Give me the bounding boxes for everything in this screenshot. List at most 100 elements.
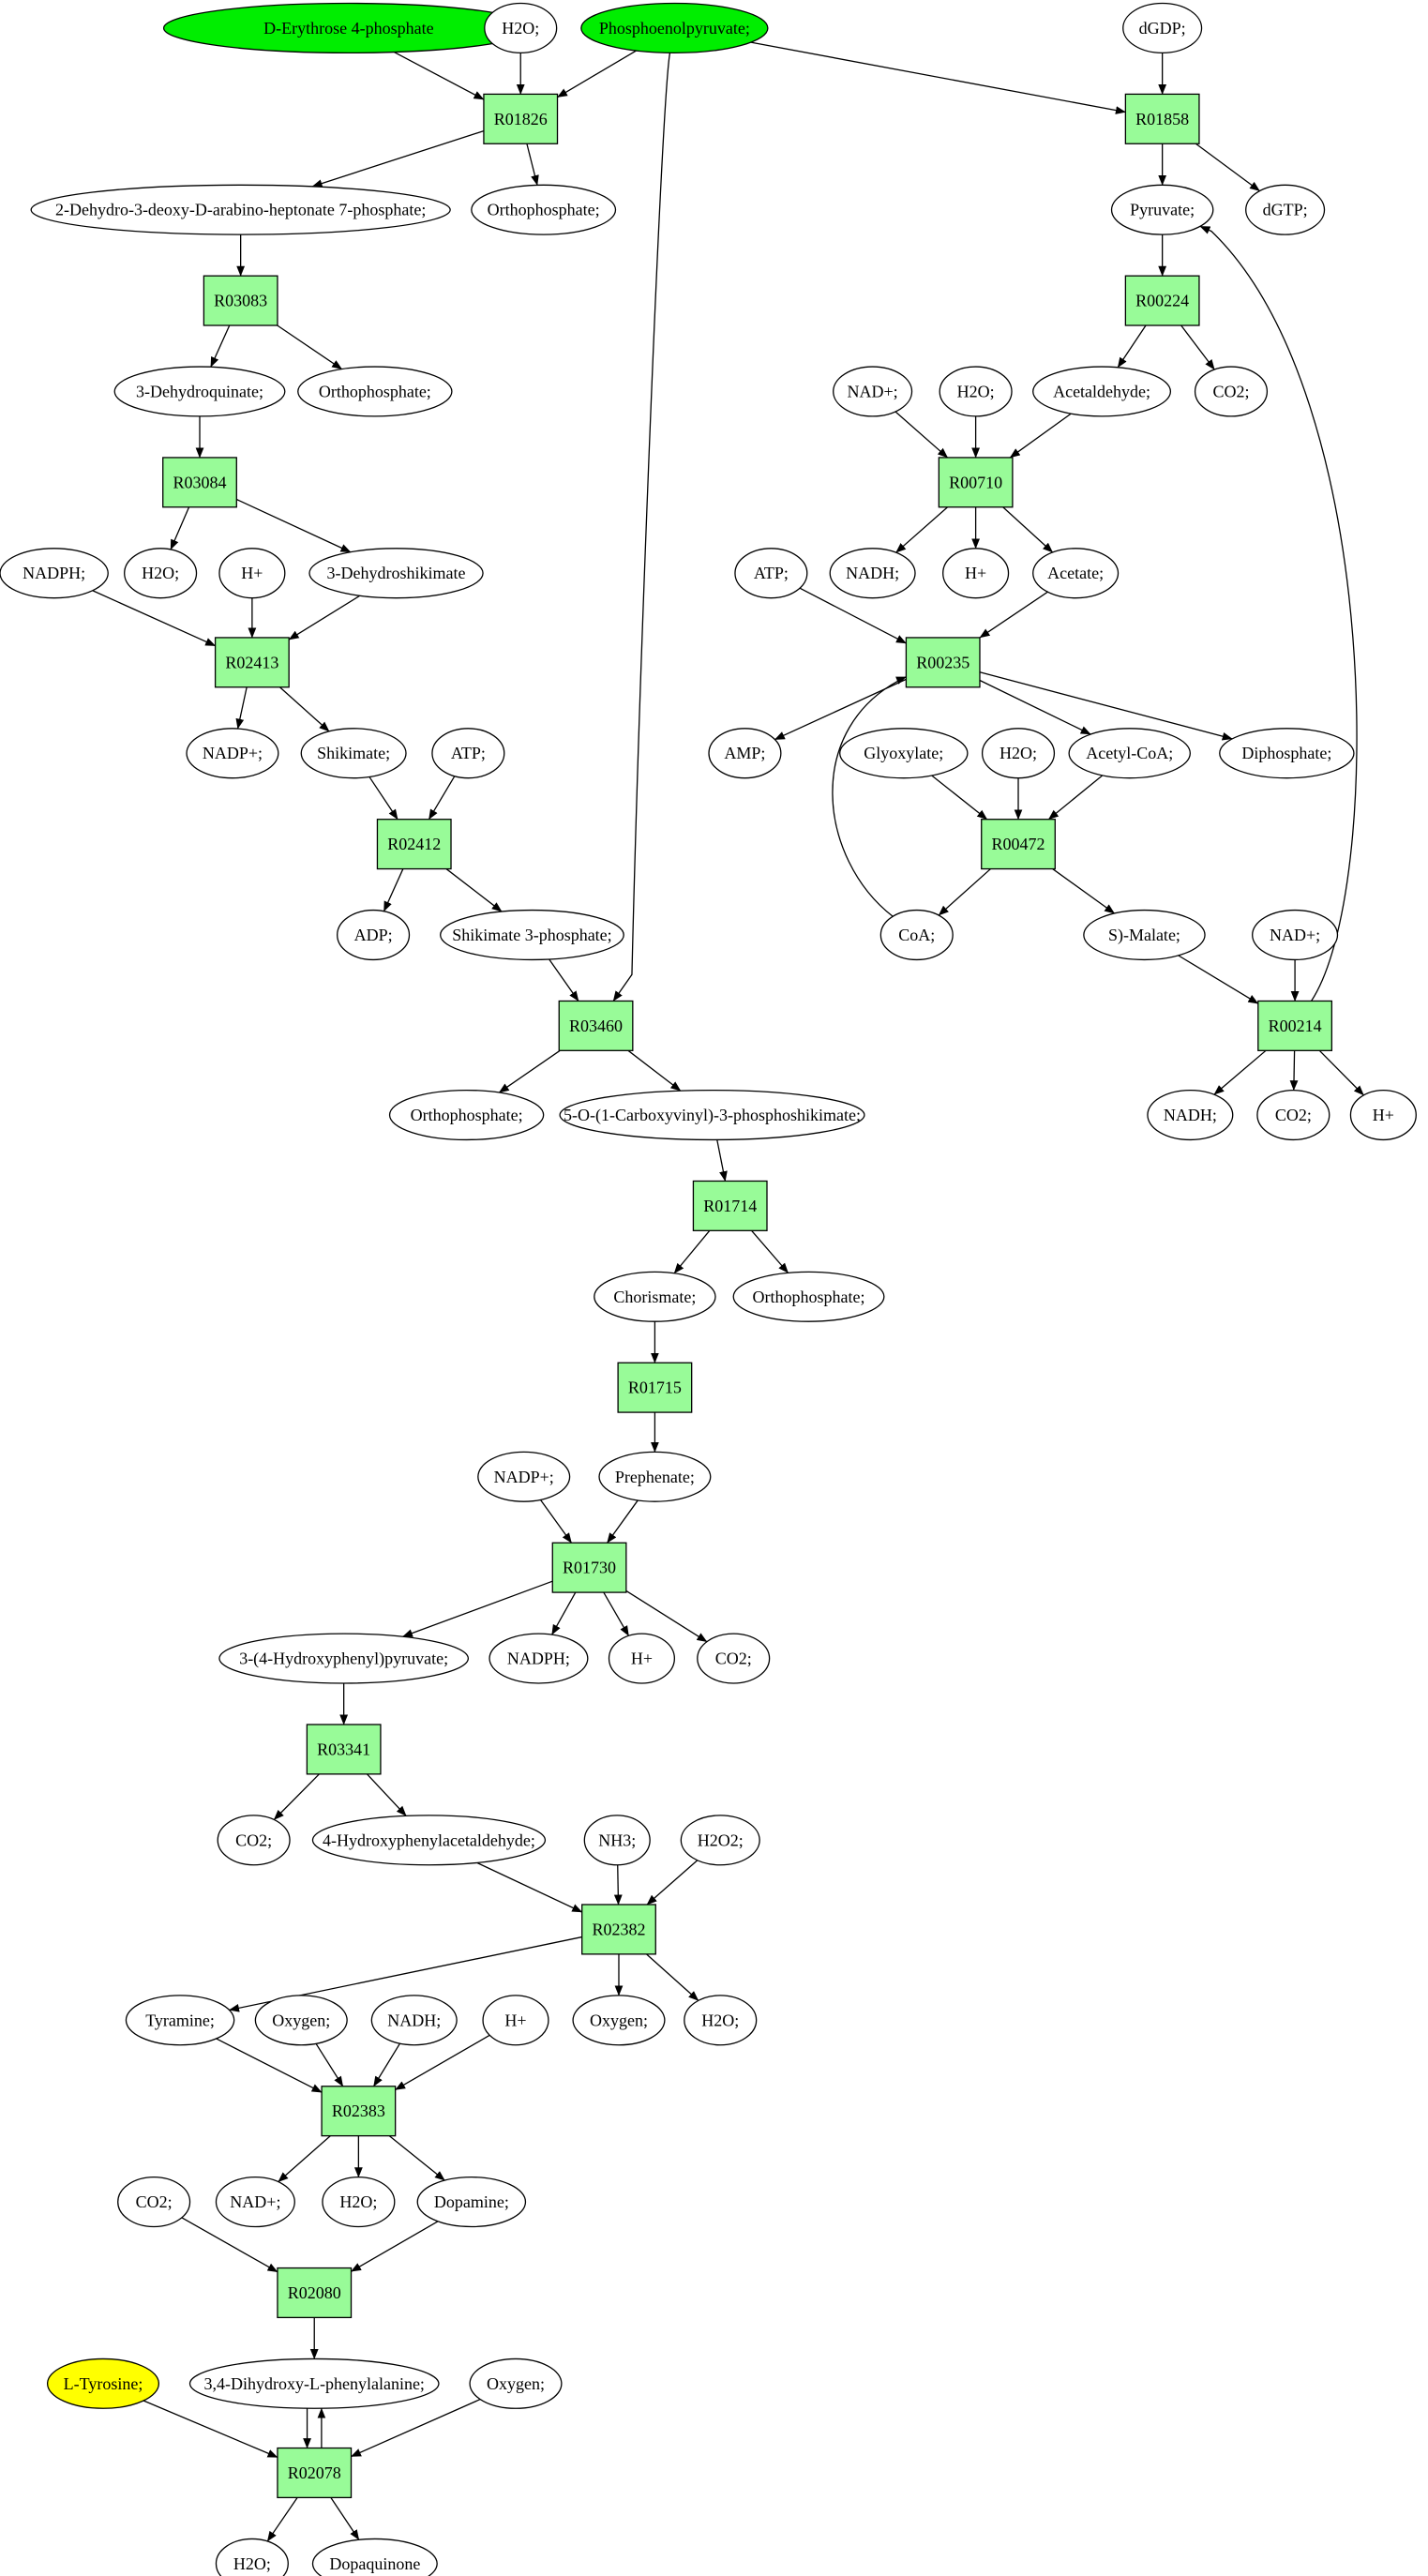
node-label: R03084 (173, 473, 227, 491)
node-label: R02413 (225, 653, 278, 671)
metabolite-node-n46: NADPH; (489, 1633, 589, 1684)
node-label: NADH; (387, 2011, 441, 2029)
edge-r01730-to-n46 (551, 1591, 577, 1635)
metabolite-ellipse (1256, 1089, 1330, 1141)
node-label: 3-(4-Hydroxyphenyl)pyruvate; (239, 1650, 448, 1669)
metabolite-ellipse (697, 1633, 771, 1684)
metabolite-node-n59: CO2; (117, 2177, 191, 2228)
edge-r00472-to-n33 (938, 868, 991, 916)
metabolite-node-n12: H2O; (939, 366, 1013, 417)
node-label: NADP+; (494, 1468, 554, 1486)
metabolite-ellipse (734, 548, 808, 599)
reaction-node-r01715: R01715 (617, 1362, 693, 1413)
metabolite-ellipse (124, 548, 198, 599)
reaction-node-r01730: R01730 (551, 1542, 627, 1593)
edge-r02412-to-n31 (383, 868, 404, 912)
edge-r00235-to-n26 (774, 678, 907, 741)
reaction-box (1257, 1000, 1333, 1051)
node-label: R02412 (387, 835, 441, 853)
metabolite-node-n31: ADP; (337, 909, 411, 961)
node-label: Pyruvate; (1130, 201, 1195, 219)
metabolite-node-n7: Pyruvate; (1110, 184, 1214, 235)
node-label: dGDP; (1139, 19, 1186, 38)
node-label: H2O; (701, 2011, 739, 2029)
node-label: H2O; (957, 382, 995, 400)
node-label: NAD+; (848, 382, 898, 400)
reaction-node-r00710: R00710 (938, 457, 1014, 508)
metabolite-node-n10: Orthophosphate; (297, 366, 453, 417)
metabolite-node-n41: Chorismate; (594, 1271, 716, 1322)
edge-n55-to-r02383 (373, 2042, 401, 2087)
node-label: R03460 (569, 1017, 623, 1035)
edge-n19-to-r00235 (799, 587, 907, 644)
metabolite-ellipse (1147, 1089, 1234, 1141)
metabolite-node-n8: dGTP; (1245, 184, 1326, 235)
metabolite-ellipse (598, 1451, 712, 1502)
metabolite-node-n43: NADP+; (477, 1451, 571, 1502)
metabolite-ellipse (482, 1995, 549, 2046)
metabolite-ellipse (594, 1271, 716, 1322)
edge-r02382-to-n58 (646, 1953, 699, 2001)
metabolite-ellipse (680, 1815, 760, 1866)
metabolite-node-n39: CO2; (1256, 1089, 1330, 1141)
metabolite-node-n18: 3-Dehydroshikimate (308, 548, 484, 599)
metabolite-ellipse (1032, 366, 1172, 417)
metabolite-node-n24: Shikimate; (300, 728, 407, 779)
metabolite-ellipse (440, 909, 624, 961)
edge-n44-to-r01730 (607, 1499, 639, 1544)
metabolite-ellipse (370, 1995, 458, 2046)
node-label: H2O; (339, 2192, 377, 2211)
reaction-box (162, 457, 237, 508)
reaction-node-r03083: R03083 (203, 275, 278, 326)
metabolite-node-n36: Orthophosphate; (388, 1089, 545, 1141)
edge-n13-to-r00710 (1009, 413, 1072, 459)
edge-n15-to-r02413 (92, 590, 217, 647)
node-label: NADP+; (203, 744, 263, 762)
reaction-box (938, 457, 1014, 508)
node-label: S)-Malate; (1108, 926, 1180, 945)
node-label: Orthophosphate; (488, 201, 600, 219)
metabolite-node-n27: Glyoxylate; (839, 728, 969, 779)
reaction-node-r02413: R02413 (214, 637, 290, 688)
reaction-node-r03341: R03341 (306, 1724, 382, 1775)
metabolite-node-n44: Prephenate; (598, 1451, 712, 1502)
metabolite-ellipse (113, 366, 286, 417)
metabolite-node-n60: NAD+; (215, 2177, 295, 2228)
metabolite-node-n35: NAD+; (1252, 909, 1339, 961)
edge-n51-to-r02382 (613, 1864, 623, 1906)
metabolite-ellipse (572, 1995, 666, 2046)
edge-r02383-to-n62 (388, 2135, 445, 2181)
edge-r00214-to-n38 (1213, 1049, 1267, 1095)
metabolite-ellipse (311, 1815, 547, 1866)
node-label: Acetyl-CoA; (1086, 744, 1173, 762)
metabolite-ellipse (1245, 184, 1326, 235)
metabolite-ellipse (939, 366, 1013, 417)
edge-n34-to-r00214 (1178, 955, 1259, 1004)
node-label: Dopamine; (434, 2192, 509, 2211)
edge-r00710-to-n22 (1002, 506, 1054, 553)
metabolite-ellipse (1068, 728, 1191, 779)
node-label: R01826 (494, 110, 548, 128)
metabolite-ellipse (30, 184, 451, 235)
node-label: R00235 (916, 653, 970, 671)
node-label: Phosphoenolpyruvate; (599, 19, 750, 38)
node-label: 4-Hydroxyphenylacetaldehyde; (323, 1830, 535, 1849)
reaction-node-r00472: R00472 (981, 819, 1056, 870)
node-label: Orthophosphate; (319, 382, 431, 400)
node-label: 3-Dehydroquinate; (136, 382, 263, 400)
metabolite-ellipse (431, 728, 505, 779)
node-label: H+ (241, 564, 263, 582)
node-label: H2O; (502, 19, 539, 38)
node-label: H2O2; (698, 1830, 744, 1849)
edge-n37-to-r01714 (716, 1139, 728, 1183)
edge-r00224-to-n14 (1180, 324, 1215, 370)
metabolite-ellipse (1252, 909, 1339, 961)
metabolite-node-n32: Shikimate 3-phosphate; (440, 909, 624, 961)
reaction-box (617, 1362, 693, 1413)
metabolite-ellipse (337, 909, 411, 961)
metabolite-ellipse (708, 728, 782, 779)
reaction-node-r01826: R01826 (483, 93, 559, 144)
metabolite-node-n65: Oxygen; (469, 2358, 563, 2409)
metabolite-ellipse (218, 548, 286, 599)
node-label: Oxygen; (272, 2011, 330, 2029)
